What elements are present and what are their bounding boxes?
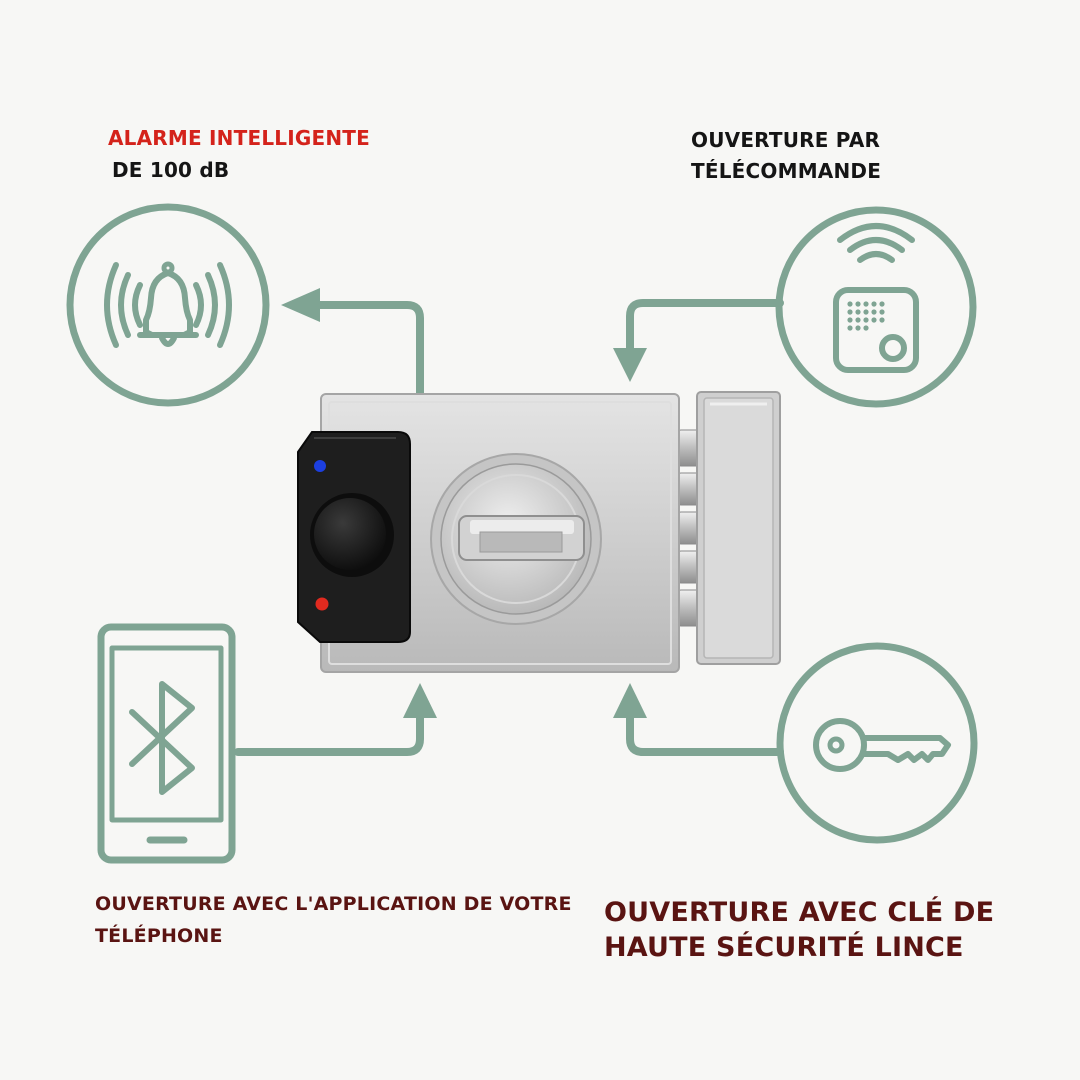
arrowhead-key [613, 683, 647, 718]
arrow-from-phone [234, 706, 424, 756]
remote-feature-line1: OUVERTURE PAR [691, 128, 881, 152]
blue-led [314, 460, 326, 472]
lock-device [297, 391, 781, 673]
arrow-from-remote [626, 299, 784, 366]
arrow-from-key [626, 708, 784, 756]
bell-alarm-icon [66, 203, 270, 407]
remote-control-icon [775, 206, 977, 408]
key-feature-line2: HAUTE SÉCURITÉ LINCE [604, 932, 964, 963]
bluetooth-phone-icon [97, 623, 236, 864]
arrowhead-alarm [281, 288, 320, 322]
alarm-feature-title: ALARME INTELLIGENTE [108, 126, 370, 150]
arrowhead-phone [403, 683, 437, 718]
arrowhead-remote [613, 348, 647, 382]
app-feature-line2: TÉLÉPHONE [95, 925, 223, 947]
remote-feature-line2: TÉLÉCOMMANDE [691, 159, 882, 183]
red-led [315, 597, 329, 611]
key-feature-line1: OUVERTURE AVEC CLÉ DE [604, 897, 995, 928]
arrows [234, 299, 784, 756]
arrow-to-alarm [314, 301, 424, 399]
key-icon [776, 642, 978, 844]
app-feature-line1: OUVERTURE AVEC L'APPLICATION DE VOTRE [95, 893, 572, 915]
alarm-feature-subtitle: DE 100 dB [112, 158, 230, 182]
